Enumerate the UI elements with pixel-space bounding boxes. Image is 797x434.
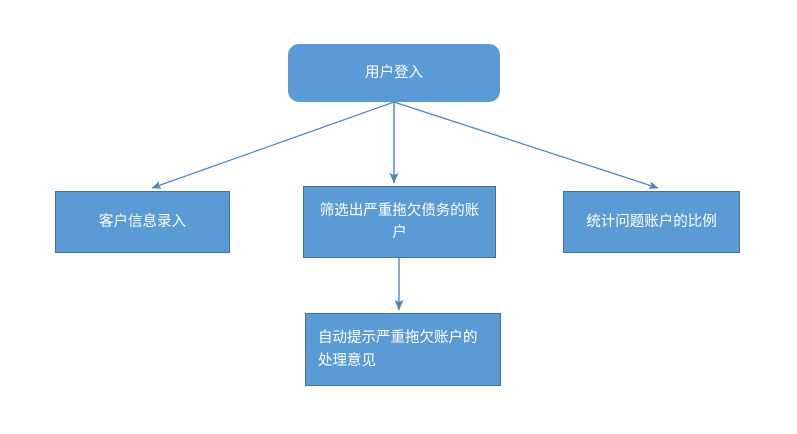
node-filter-severe-debt-accounts-label: 筛选出严重拖欠债务的账户 bbox=[319, 202, 480, 241]
node-customer-info-entry-label: 客户信息录入 bbox=[99, 213, 186, 230]
node-filter-severe-debt-accounts[interactable]: 筛选出严重拖欠债务的账户 bbox=[303, 186, 496, 258]
node-count-problem-account-ratio[interactable]: 统计问题账户的比例 bbox=[563, 191, 740, 253]
node-login-label: 用户登入 bbox=[365, 64, 423, 81]
node-auto-suggest-handling-opinion-label: 自动提示严重拖欠账户的处理意见 bbox=[318, 330, 478, 369]
node-count-problem-account-ratio-label: 统计问题账户的比例 bbox=[586, 213, 717, 230]
node-auto-suggest-handling-opinion[interactable]: 自动提示严重拖欠账户的处理意见 bbox=[305, 313, 501, 386]
node-customer-info-entry[interactable]: 客户信息录入 bbox=[55, 191, 230, 253]
edge-login-to-customer-info bbox=[151, 101, 395, 189]
node-login[interactable]: 用户登入 bbox=[288, 44, 500, 102]
edge-login-to-count-ratio bbox=[393, 101, 659, 190]
